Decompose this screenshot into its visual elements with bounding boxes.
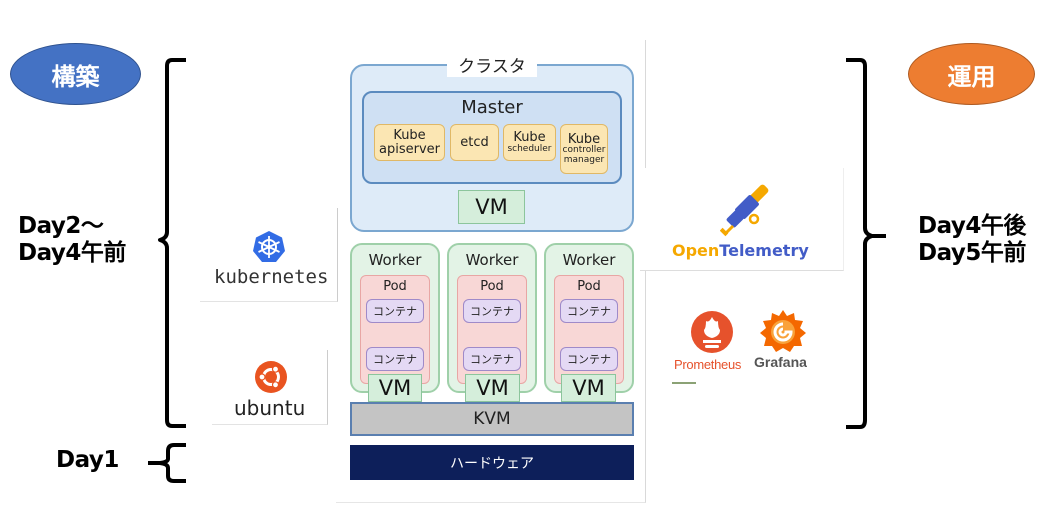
worker-vm-label: VM — [572, 376, 605, 400]
build-days-line2: Day4午前 — [18, 240, 126, 266]
kubernetes-wordmark: kubernetes — [214, 266, 329, 288]
kube-scheduler-line2: scheduler — [507, 143, 552, 154]
pod-label: Pod — [480, 279, 504, 294]
ops-days-line2: Day5午前 — [918, 240, 1026, 266]
infra-day-label: Day1 — [56, 447, 119, 473]
opentelemetry-logo-card: OpenTelemetry — [640, 168, 844, 271]
kvm-layer: KVM — [350, 402, 634, 436]
kube-apiserver-line2: apiserver — [379, 141, 440, 157]
grafana-swirl-icon — [760, 310, 806, 352]
etcd-box: etcd — [450, 124, 499, 161]
kvm-label: KVM — [473, 409, 511, 429]
cluster-label: クラスタ — [447, 52, 537, 77]
container-label: コンテナ — [470, 305, 514, 318]
container-box: コンテナ — [366, 347, 424, 371]
prometheus-small-caption — [672, 382, 696, 384]
kube-scheduler-line1: Kube — [513, 129, 546, 145]
prometheus-wordmark: Prometheus — [674, 357, 742, 372]
pod-label: Pod — [577, 279, 601, 294]
container-label: コンテナ — [373, 305, 417, 318]
container-label: コンテナ — [470, 353, 514, 366]
kube-controller-manager-line3: manager — [563, 154, 605, 165]
master-vm-label: VM — [475, 195, 508, 219]
hardware-layer: ハードウェア — [350, 445, 634, 480]
container-label: コンテナ — [567, 353, 611, 366]
master-vm-box: VM — [458, 190, 525, 224]
grafana-wordmark: Grafana — [754, 354, 807, 370]
build-phase-label: 構築 — [51, 62, 100, 91]
kube-controller-manager-box: Kube controller manager — [560, 124, 608, 174]
build-days-label: Day2〜 Day4午前 — [18, 213, 126, 267]
container-box: コンテナ — [560, 347, 618, 371]
opentelemetry-wordmark-part2: Telemetry — [719, 241, 809, 260]
worker-vm-label: VM — [378, 376, 412, 400]
kube-apiserver-box: Kube apiserver — [374, 124, 445, 161]
container-box: コンテナ — [463, 347, 521, 371]
container-box: コンテナ — [463, 299, 521, 323]
flame-icon — [691, 311, 733, 353]
container-label: コンテナ — [373, 353, 417, 366]
ops-phase-label: 運用 — [947, 62, 996, 91]
circle-of-friends-icon — [255, 361, 287, 393]
container-label: コンテナ — [567, 305, 611, 318]
kube-controller-manager-line2: controller — [562, 145, 606, 156]
worker-label: Worker — [465, 251, 519, 269]
worker-label: Worker — [562, 251, 616, 269]
build-brace — [158, 58, 186, 428]
worker-label: Worker — [368, 251, 422, 269]
ops-days-label: Day4午後 Day5午前 — [918, 213, 1026, 267]
kube-scheduler-box: Kube scheduler — [503, 124, 556, 161]
build-phase-badge: 構築 — [10, 43, 141, 105]
kube-apiserver-line1: Kube — [393, 127, 426, 143]
worker-vm-label: VM — [476, 376, 509, 400]
etcd-label: etcd — [460, 134, 489, 150]
ops-brace — [846, 58, 886, 429]
telescope-icon — [720, 184, 769, 237]
helm-wheel-icon — [253, 231, 285, 262]
ubuntu-logo-card: ubuntu — [212, 350, 328, 425]
infra-brace — [148, 443, 186, 483]
container-box: コンテナ — [560, 299, 618, 323]
worker-vm-box: VM — [465, 374, 520, 402]
pod-label: Pod — [383, 279, 407, 294]
build-days-line1: Day2〜 — [18, 213, 104, 239]
container-box: コンテナ — [366, 299, 424, 323]
opentelemetry-wordmark: OpenTelemetry — [672, 241, 809, 260]
hardware-label: ハードウェア — [450, 455, 534, 472]
ubuntu-wordmark: ubuntu — [234, 396, 306, 420]
opentelemetry-wordmark-part1: Open — [672, 241, 720, 260]
ops-days-line1: Day4午後 — [918, 213, 1026, 239]
kube-controller-manager-line1: Kube — [567, 131, 601, 147]
ops-phase-badge: 運用 — [908, 43, 1035, 105]
kubernetes-logo-card: kubernetes — [200, 208, 338, 302]
master-label: Master — [461, 97, 523, 118]
worker-vm-box: VM — [561, 374, 616, 402]
worker-vm-box: VM — [368, 374, 422, 402]
